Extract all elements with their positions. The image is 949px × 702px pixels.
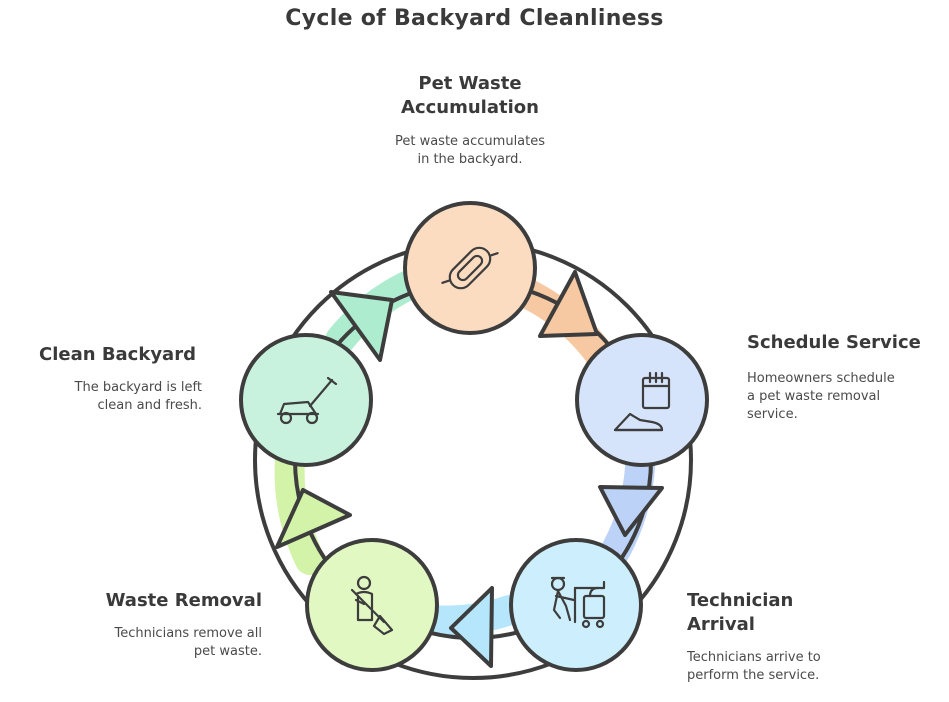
step-desc-line: Technicians remove all bbox=[114, 626, 262, 641]
arrow-schedule-to-technician bbox=[598, 485, 664, 537]
step-desc-technician: Technicians arrive to perform the servic… bbox=[687, 649, 887, 685]
step-title-line: Technician bbox=[687, 590, 794, 611]
step-desc-line: in the backyard. bbox=[417, 152, 523, 167]
step-desc-line: a pet waste removal bbox=[747, 389, 881, 404]
step-title-pet-waste: Pet Waste Accumulation bbox=[370, 72, 570, 120]
step-title-line: Waste Removal bbox=[105, 590, 262, 611]
step-title-line: Arrival bbox=[687, 614, 755, 635]
arrow-pet-to-schedule bbox=[538, 270, 599, 338]
step-title-clean: Clean Backyard bbox=[39, 343, 239, 367]
diagram-title: Cycle of Backyard Cleanliness bbox=[285, 6, 664, 31]
step-desc-line: pet waste. bbox=[193, 644, 262, 659]
step-title-line: Accumulation bbox=[401, 97, 539, 118]
step-desc-line: Homeowners schedule bbox=[747, 371, 895, 386]
step-title-line: Schedule Service bbox=[747, 332, 921, 353]
step-desc-removal: Technicians remove all pet waste. bbox=[62, 625, 262, 661]
step-desc-line: clean and fresh. bbox=[97, 398, 202, 413]
step-title-line: Clean Backyard bbox=[39, 344, 196, 365]
cycle-arrows bbox=[275, 270, 664, 668]
node-clean bbox=[239, 333, 373, 467]
step-desc-line: service. bbox=[747, 407, 798, 422]
step-title-schedule: Schedule Service bbox=[747, 331, 937, 355]
arrow-technician-to-removal bbox=[449, 586, 494, 668]
step-desc-line: Pet waste accumulates bbox=[394, 134, 546, 149]
step-desc-clean: The backyard is left clean and fresh. bbox=[2, 379, 202, 415]
step-desc-line: Technicians arrive to bbox=[687, 650, 821, 665]
sweeper-icon bbox=[350, 575, 394, 636]
step-desc-line: perform the service. bbox=[687, 668, 820, 683]
step-desc-schedule: Homeowners schedule a pet waste removal … bbox=[747, 370, 937, 424]
step-desc-pet-waste: Pet waste accumulates in the backyard. bbox=[370, 133, 570, 169]
step-title-removal: Waste Removal bbox=[62, 589, 262, 613]
lawnmower-icon bbox=[276, 376, 338, 425]
calendar-shoe-icon bbox=[613, 371, 671, 432]
arrow-removal-to-clean bbox=[275, 488, 352, 549]
technician-icon bbox=[550, 576, 606, 629]
cycle-nodes bbox=[239, 201, 709, 672]
step-desc-line: The backyard is left bbox=[74, 380, 202, 395]
node-pet-waste bbox=[403, 201, 537, 335]
step-title-technician: Technician Arrival bbox=[687, 589, 887, 637]
arrow-clean-to-pet bbox=[329, 290, 394, 362]
pad-icon bbox=[441, 246, 499, 290]
step-title-line: Pet Waste bbox=[418, 73, 522, 94]
